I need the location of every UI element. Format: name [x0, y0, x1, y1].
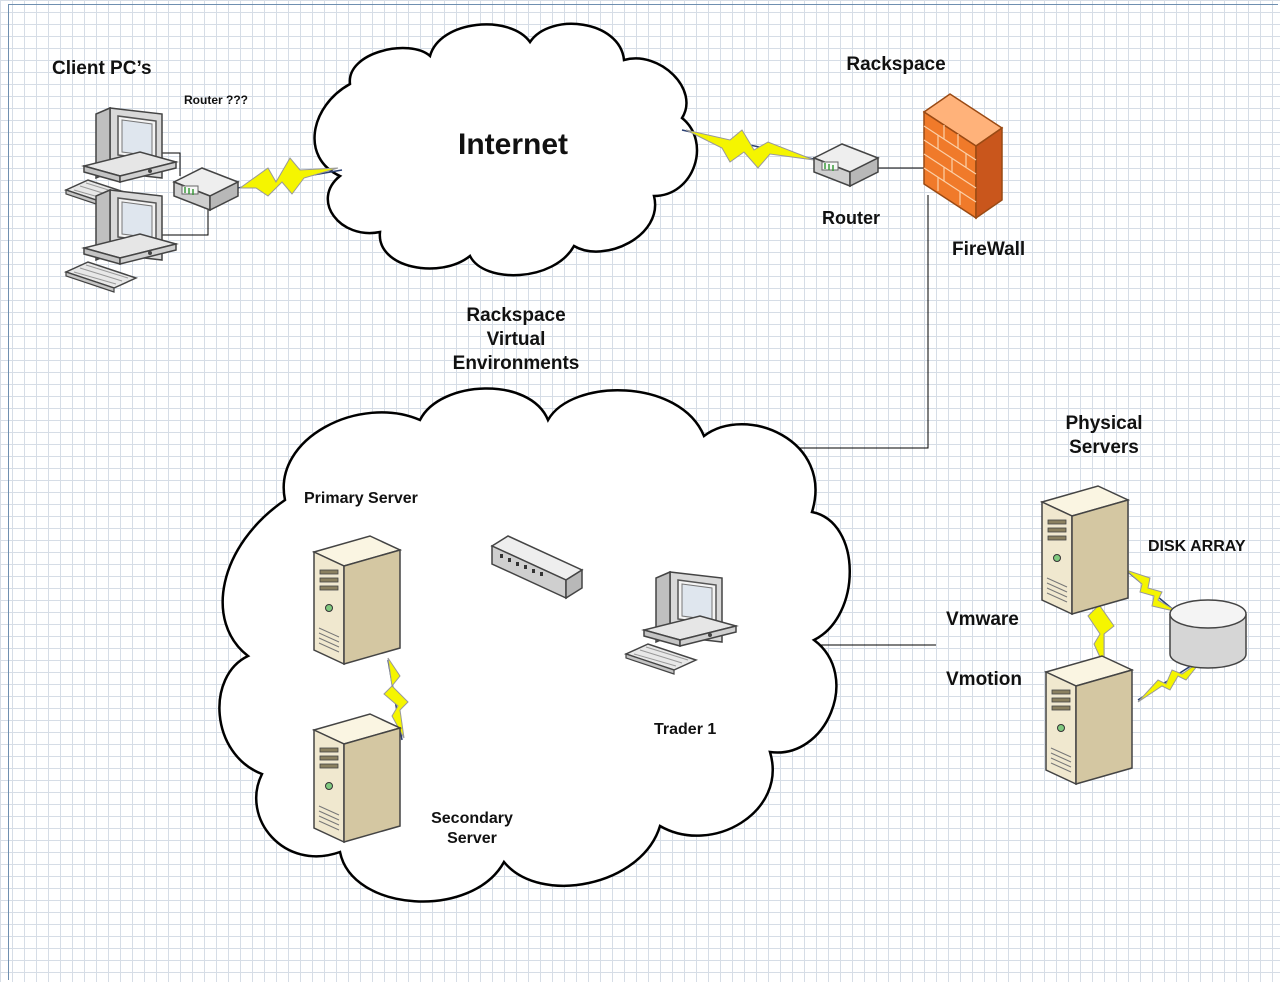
vmotion-label: Vmotion — [946, 669, 1022, 690]
client-pcs-label: Client PC’s — [52, 58, 152, 79]
virtual-environments-label: Rackspace Virtual Environments — [452, 305, 580, 374]
lightning-link-icon — [383, 657, 409, 741]
rackspace-router-icon — [813, 143, 879, 187]
network-switch-icon — [490, 535, 584, 600]
lightning-link-icon — [237, 157, 343, 197]
firewall-label: FireWall — [952, 239, 1026, 260]
physical-server-1-icon — [1041, 485, 1129, 615]
physical-server-2-icon — [1045, 655, 1133, 785]
internet-cloud-icon — [313, 22, 699, 277]
secondary-server-icon — [313, 713, 401, 843]
disk-array-label: DISK ARRAY — [1148, 538, 1246, 555]
trader-label: Trader 1 — [654, 721, 717, 738]
primary-server-label: Primary Server — [304, 490, 418, 507]
firewall-icon — [922, 93, 1004, 220]
primary-server-icon — [313, 535, 401, 665]
vmware-label: Vmware — [946, 609, 1019, 630]
rackspace-router-label: Router — [822, 208, 880, 228]
lightning-link-icon — [681, 129, 819, 169]
client-router-icon — [173, 167, 239, 211]
internet-label: Internet — [457, 128, 569, 161]
disk-array-icon — [1169, 599, 1247, 669]
rackspace-label: Rackspace — [846, 54, 946, 75]
client-pc-2-icon — [65, 189, 177, 293]
secondary-server-label: Secondary Server — [431, 810, 513, 847]
lightning-link-icon — [1125, 569, 1179, 613]
client-router-label: Router ??? — [184, 93, 248, 107]
physical-servers-label: Physical Servers — [1065, 413, 1143, 458]
